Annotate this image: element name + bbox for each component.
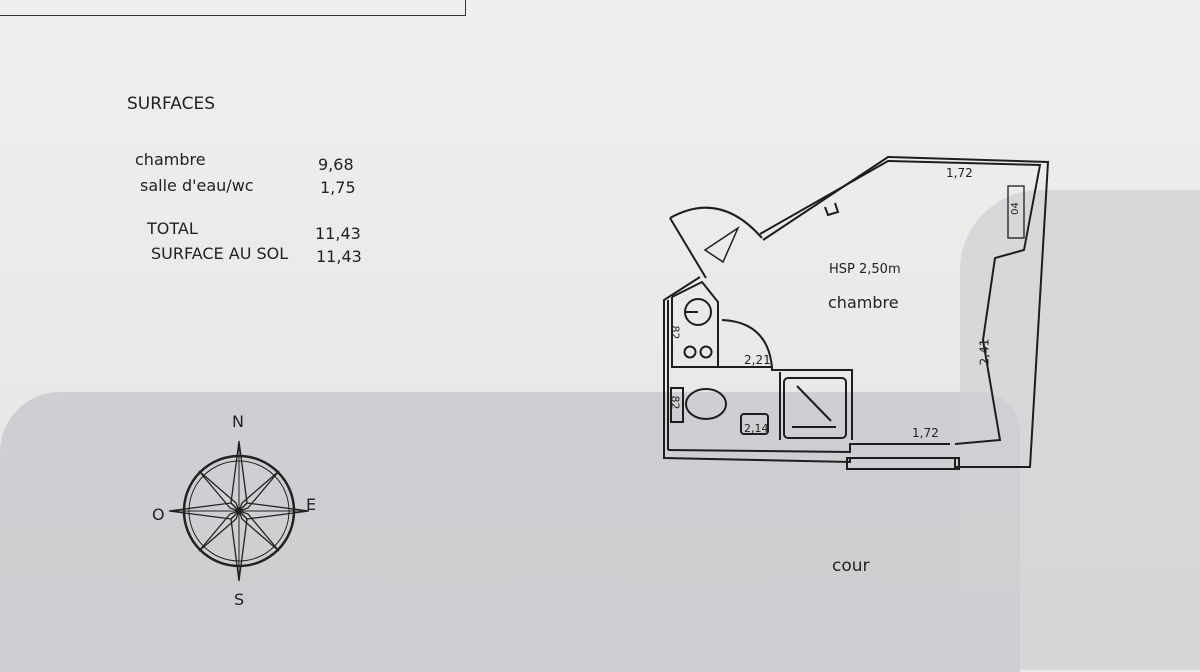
dimension-label: 2,41 [977,338,992,366]
title-block-frame [0,0,466,16]
courtyard-label: cour [832,556,870,576]
surface-label: salle d'eau/wc [140,176,254,195]
ceiling-height-label: HSP 2,50m [829,262,901,277]
surface-value: 1,75 [320,178,356,197]
total-value: 11,43 [315,224,361,243]
floor-surface-label: SURFACE AU SOL [151,244,289,263]
dimension-label: 2,14 [744,422,769,435]
floor-surface-value: 11,43 [316,247,362,266]
dimension-label: 2,21 [744,353,771,367]
photo-shadow [0,392,1020,672]
radiator-label: 04 [1009,202,1021,215]
room-label: chambre [828,293,899,312]
dimension-label: 82 [668,325,682,340]
total-label: TOTAL [147,219,198,238]
compass-south: S [234,590,245,609]
dimension-label: 1,72 [946,166,973,180]
compass-east: E [306,495,317,514]
compass-north: N [232,412,244,431]
surface-value: 9,68 [318,155,354,174]
dimension-label: 82 [668,395,682,410]
dimension-label: 1,72 [912,426,939,440]
surface-label: chambre [135,150,206,169]
compass-west: O [152,505,165,524]
surfaces-title: SURFACES [127,94,215,114]
photo-shadow [960,190,1200,670]
